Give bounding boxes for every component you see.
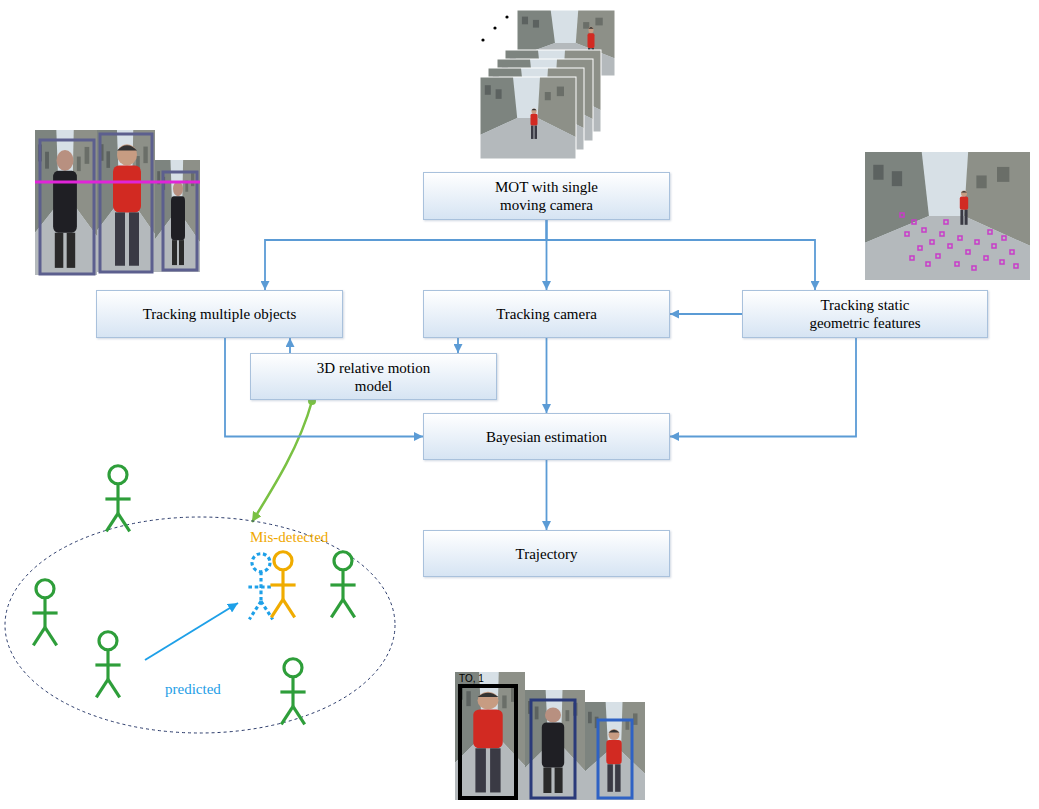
annotation: Mis-detected	[250, 529, 328, 546]
flow-arrow	[289, 338, 291, 353]
flow-arrow	[670, 338, 856, 437]
flow-arrow	[547, 220, 816, 290]
flow-arrow	[546, 338, 548, 413]
trajectory-image	[455, 672, 645, 800]
box-label: Trajectory	[516, 545, 578, 563]
box-label: 3D relative motion model	[299, 359, 449, 395]
flow-arrow	[457, 338, 459, 353]
prediction-illustration	[5, 466, 395, 733]
box-label: Tracking camera	[496, 305, 597, 323]
box-label: Tracking multiple objects	[143, 305, 297, 323]
process-box: Tracking camera	[423, 290, 670, 338]
detection-image	[35, 130, 200, 275]
process-box: 3D relative motion model	[250, 353, 497, 400]
process-box: Tracking static geometric features	[742, 290, 988, 338]
box-label: MOT with single moving camera	[472, 178, 622, 214]
box-label: Bayesian estimation	[486, 428, 607, 446]
callout-line	[252, 397, 316, 522]
process-box: Tracking multiple objects	[96, 290, 343, 338]
annotation: predicted	[165, 681, 221, 698]
flow-arrow	[670, 313, 742, 315]
box-label: Tracking static geometric features	[790, 296, 940, 332]
frame-stack	[480, 10, 615, 159]
flow-arrow	[265, 220, 547, 290]
flow-arrow	[546, 460, 548, 530]
process-box: Trajectory	[423, 530, 670, 577]
process-box: Bayesian estimation	[423, 413, 670, 460]
feature-image	[865, 152, 1030, 280]
track-id: TO, 1	[459, 673, 484, 684]
process-box: MOT with single moving camera	[423, 172, 670, 220]
